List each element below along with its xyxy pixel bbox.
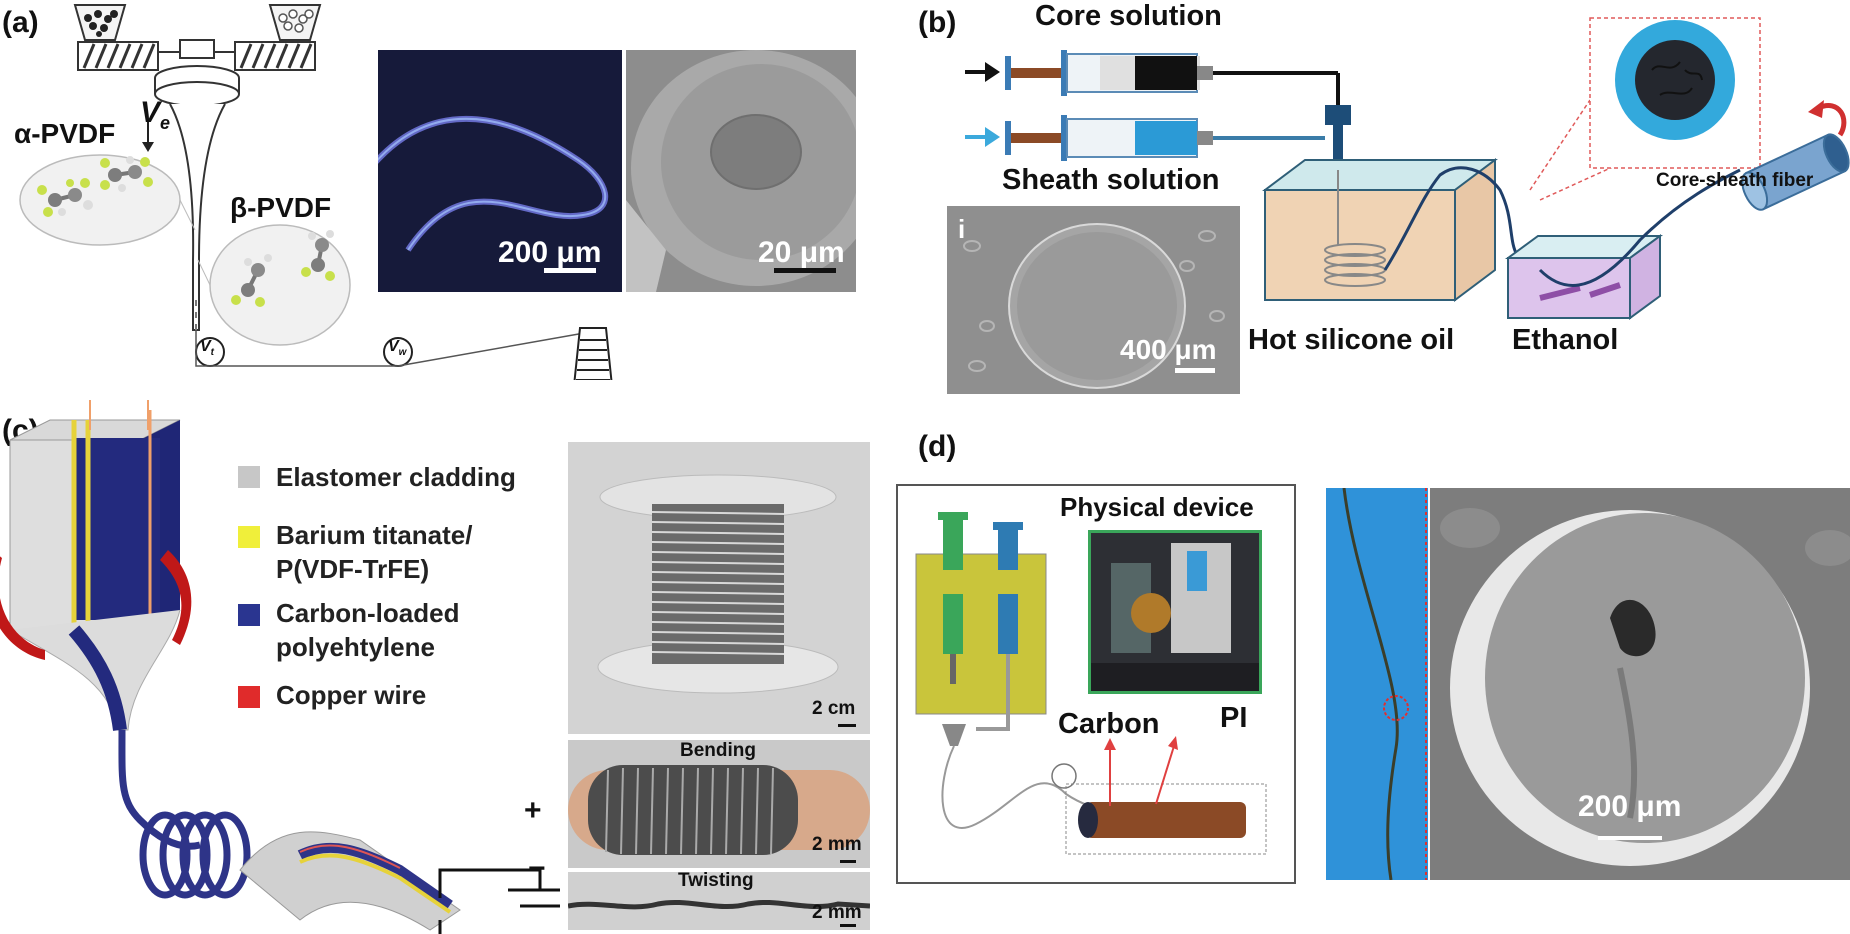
panel-b-schematic [965, 17, 1850, 320]
legend-carbon: Carbon-loaded polyehtylene [276, 598, 460, 662]
panel-c-schematic [0, 400, 560, 934]
inset-i-label: i [958, 214, 966, 244]
panel-b-label: (b) [918, 6, 957, 39]
v-w-label: Vw [388, 338, 407, 359]
twisting-photo [568, 872, 870, 930]
panel-d-label: (d) [918, 430, 957, 463]
legend-swatch-barium [238, 526, 260, 548]
scale-2mm-twisting: 2 mm [812, 902, 862, 923]
sem-image-b [947, 206, 1240, 394]
sheath-solution-label: Sheath solution [1002, 164, 1220, 196]
hot-silicone-oil-label: Hot silicone oil [1248, 324, 1455, 356]
fiber-photo [1326, 488, 1428, 880]
v-t-label: Vt [200, 338, 215, 359]
ethanol-label: Ethanol [1512, 324, 1619, 356]
twisting-label: Twisting [678, 870, 754, 891]
bending-label: Bending [680, 740, 756, 761]
legend-barium: Barium titanate/ P(VDF-TrFE) [276, 520, 473, 584]
legend-elastomer: Elastomer cladding [276, 462, 516, 492]
fluorescence-image [378, 50, 622, 292]
carbon-label: Carbon [1058, 708, 1160, 740]
pi-label: PI [1220, 702, 1248, 734]
sem-image-a [626, 50, 856, 292]
minus-sign: − [528, 852, 546, 885]
core-sheath-fiber-label: Core-sheath fiber [1656, 170, 1814, 191]
panel-a-label: (a) [2, 6, 39, 39]
coiled-fiber-photo [568, 442, 870, 734]
sem-image-d [1430, 488, 1850, 880]
legend-swatch-elastomer [238, 466, 260, 488]
bending-photo [568, 740, 870, 868]
scale-400um-b: 400 μm [1120, 334, 1217, 365]
scale-2mm-bending: 2 mm [812, 834, 862, 855]
beta-pvdf-label: β-PVDF [230, 192, 332, 223]
scale-200um-a: 200 μm [498, 236, 602, 269]
core-solution-label: Core solution [1035, 0, 1222, 32]
panel-d-schematic [915, 512, 1267, 855]
device-box [896, 484, 1296, 884]
scale-2cm: 2 cm [812, 698, 856, 719]
legend-swatch-copper [238, 686, 260, 708]
device-photo [1088, 530, 1262, 694]
scale-20um-a: 20 μm [758, 236, 845, 269]
alpha-pvdf-label: α-PVDF [14, 118, 116, 149]
legend-swatch-carbon [238, 604, 260, 626]
scale-200um-d: 200 μm [1578, 790, 1682, 823]
v-e-label: Ve [140, 96, 171, 133]
physical-device-label: Physical device [1060, 492, 1254, 522]
plus-sign: + [524, 794, 542, 827]
legend-copper: Copper wire [276, 680, 427, 710]
panel-a-schematic [19, 4, 613, 380]
